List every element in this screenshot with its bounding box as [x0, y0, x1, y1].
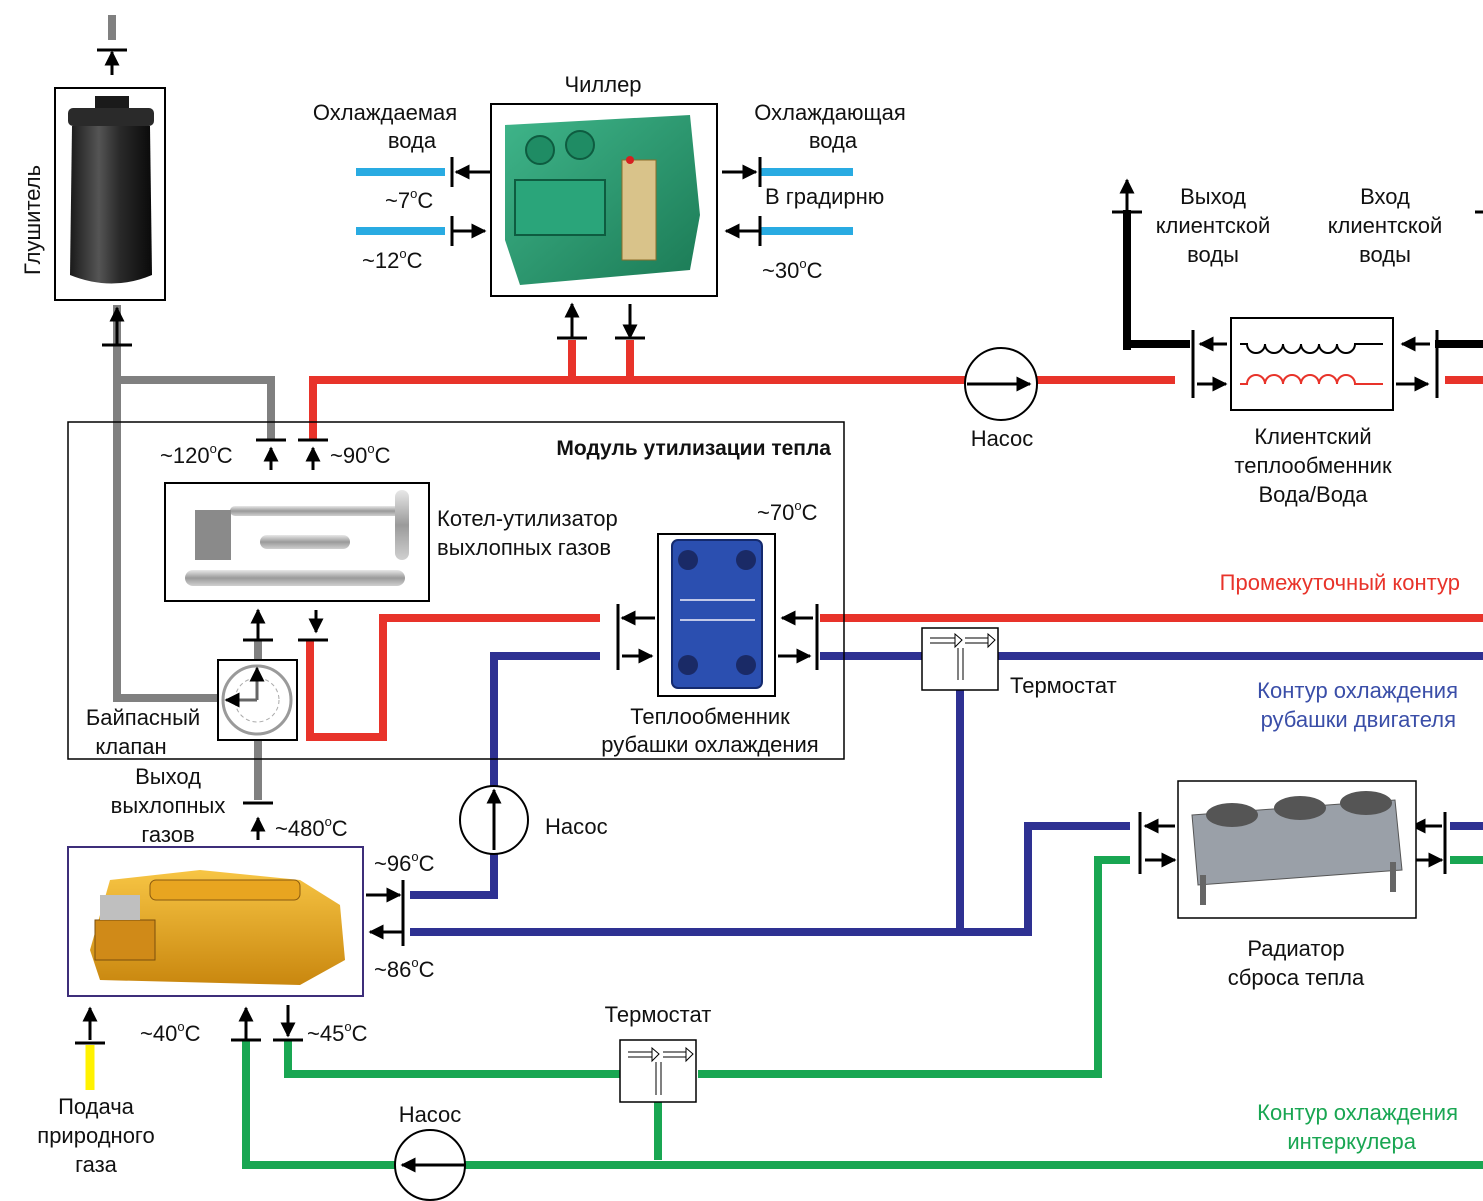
client-hx-label-2: теплообменник	[1234, 453, 1392, 478]
pump-jacket	[460, 786, 528, 854]
boiler-label-1: Котел-утилизатор	[437, 506, 618, 531]
bypass-label-1: Байпасный	[86, 705, 200, 730]
chiller-label: Чиллер	[564, 72, 641, 97]
muffler-label: Глушитель	[20, 165, 45, 275]
muffler	[55, 88, 165, 300]
boiler-label-2: выхлопных газов	[437, 535, 611, 560]
chilled-water-label-1: Охлаждаемая	[313, 100, 457, 125]
cooling-water-label-1: Охлаждающая	[754, 100, 905, 125]
pump-label-intermediate: Насос	[971, 426, 1034, 451]
intercooler-loop-label-1: Контур охлаждения	[1257, 1100, 1458, 1125]
gas-supply-label-1: Подача	[58, 1094, 135, 1119]
chiller	[491, 104, 717, 296]
temp-exhaust-from-engine: ~480oC	[275, 814, 348, 841]
temp-exhaust-after-boiler: ~120oC	[160, 441, 233, 468]
thermostat-jacket-label: Термостат	[1010, 673, 1117, 698]
jacket-loop-label-2: рубашки двигателя	[1261, 707, 1456, 732]
client-in-label-3: воды	[1359, 242, 1411, 267]
temp-jacket-in: ~86oC	[374, 955, 435, 982]
client-hx-label-1: Клиентский	[1254, 424, 1371, 449]
gas-supply-label-3: газа	[75, 1152, 118, 1177]
radiator-label-1: Радиатор	[1247, 936, 1344, 961]
to-tower-label: В градирню	[765, 184, 884, 209]
gas-engine	[68, 847, 363, 996]
bypass-valve	[218, 660, 297, 740]
temp-hot-water-out: ~90oC	[330, 441, 391, 468]
temp-chilled-supply: ~7oC	[385, 186, 433, 213]
client-out-label-3: воды	[1187, 242, 1239, 267]
jacket-hx-label-1: Теплообменник	[630, 704, 790, 729]
pump-intermediate	[965, 348, 1037, 420]
pump-label-jacket: Насос	[545, 814, 608, 839]
exhaust-out-label-2: выхлопных	[111, 793, 226, 818]
client-hx-label-3: Вода/Вода	[1258, 482, 1368, 507]
temp-intercooler-out: ~45oC	[307, 1019, 368, 1046]
exhaust-out-label-1: Выход	[135, 764, 201, 789]
bypass-label-2: клапан	[95, 734, 166, 759]
temp-chilled-return: ~12oC	[362, 246, 423, 273]
pump-label-intercooler: Насос	[399, 1102, 462, 1127]
thermostat-jacket	[922, 628, 998, 690]
chilled-water-label-2: вода	[388, 128, 437, 153]
temp-hx-intermediate: ~70oC	[757, 498, 818, 525]
temp-tower-return: ~30oC	[762, 256, 823, 283]
jacket-hx-label-2: рубашки охлаждения	[601, 732, 818, 757]
client-heat-exchanger	[1231, 318, 1393, 410]
temp-jacket-out: ~96oC	[374, 849, 435, 876]
client-in-label-1: Вход	[1360, 184, 1410, 209]
thermostat-intercooler-label: Термостат	[605, 1002, 712, 1027]
intercooler-loop-label-2: интеркулера	[1287, 1129, 1416, 1154]
temp-intercooler-in: ~40oC	[140, 1019, 201, 1046]
exhaust-boiler	[165, 483, 429, 601]
heat-module-title: Модуль утилизации тепла	[556, 437, 831, 460]
pump-intercooler	[395, 1130, 465, 1200]
cooling-water-label-2: вода	[809, 128, 858, 153]
jacket-loop-label-1: Контур охлаждения	[1257, 678, 1458, 703]
exhaust-out-label-3: газов	[141, 822, 194, 847]
client-out-label-1: Выход	[1180, 184, 1246, 209]
radiator	[1178, 781, 1416, 918]
jacket-heat-exchanger	[658, 534, 775, 696]
radiator-label-2: сброса тепла	[1228, 965, 1365, 990]
intermediate-loop-label: Промежуточный контур	[1220, 570, 1460, 595]
client-out-label-2: клиентской	[1156, 213, 1271, 238]
thermostat-intercooler	[620, 1040, 696, 1102]
gas-supply-label-2: природного	[37, 1123, 154, 1148]
client-in-label-2: клиентской	[1328, 213, 1443, 238]
